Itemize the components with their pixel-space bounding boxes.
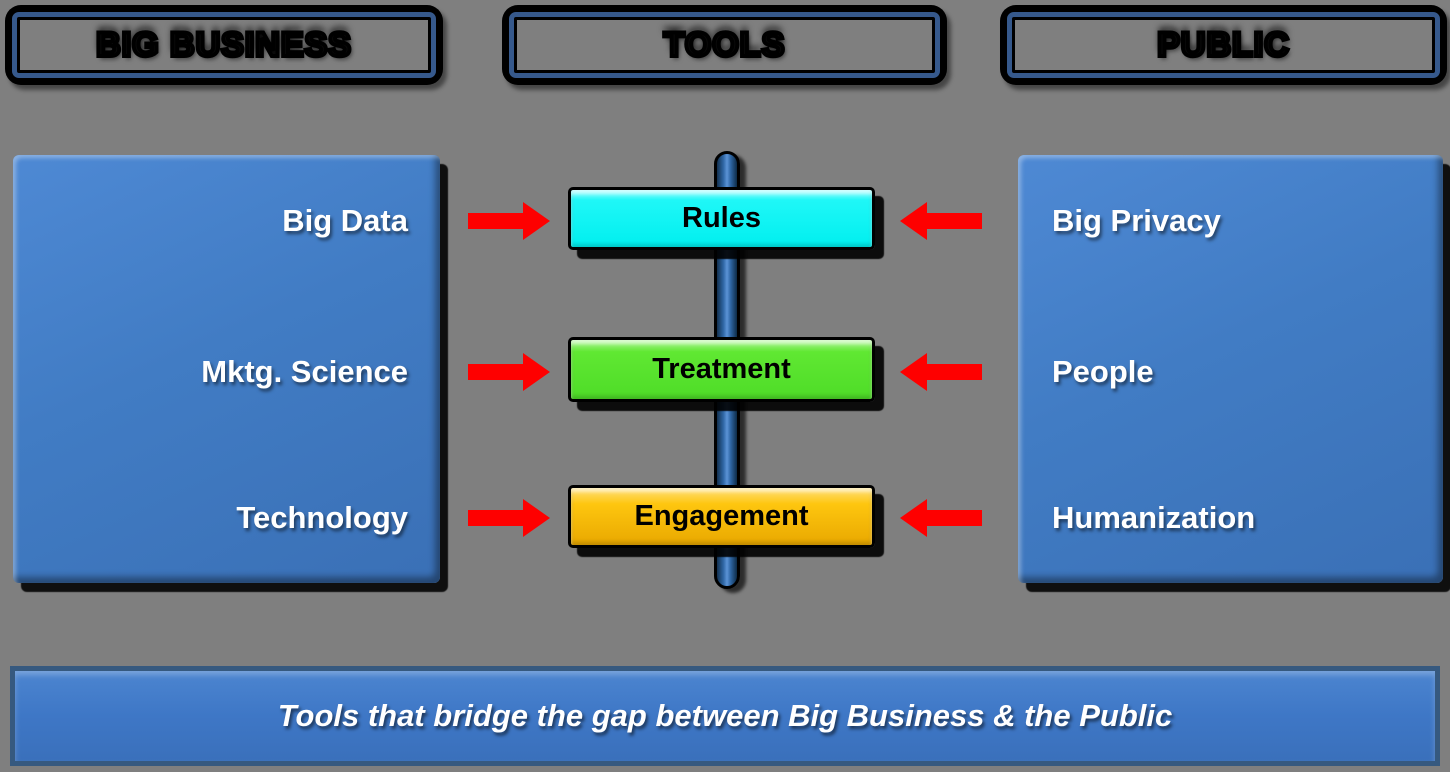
arrow-head: [523, 353, 550, 391]
arrow-left-icon: [900, 202, 982, 240]
caption-text: Tools that bridge the gap between Big Bu…: [277, 698, 1173, 733]
tool-rules-label: Rules: [682, 202, 761, 234]
header-tools-fill: TOOLS: [517, 20, 932, 70]
header-public-fill: PUBLIC: [1015, 20, 1432, 70]
tool-box-engagement: Engagement: [568, 485, 875, 548]
arrow-head: [900, 499, 927, 537]
header-big-business: BIG BUSINESS: [5, 5, 443, 85]
tool-treatment-label: Treatment: [652, 353, 791, 385]
big-business-item-mktg-science: Mktg. Science: [201, 354, 408, 389]
arrow-left-icon: [900, 353, 982, 391]
arrow-shaft: [926, 364, 982, 380]
arrow-left-icon: [900, 499, 982, 537]
caption-banner: Tools that bridge the gap between Big Bu…: [10, 666, 1440, 766]
header-big-business-fill: BIG BUSINESS: [20, 20, 428, 70]
arrow-head: [523, 499, 550, 537]
arrow-right-icon: [468, 202, 550, 240]
header-public-label: PUBLIC: [1155, 24, 1291, 66]
tool-box-rules: Rules: [568, 187, 875, 250]
big-business-item-technology: Technology: [236, 500, 408, 535]
big-business-item-big-data: Big Data: [282, 203, 408, 238]
arrow-shaft: [468, 213, 524, 229]
arrow-head: [523, 202, 550, 240]
arrow-shaft: [468, 510, 524, 526]
public-item-big-privacy: Big Privacy: [1052, 203, 1221, 238]
arrow-shaft: [468, 364, 524, 380]
header-public: PUBLIC: [1000, 5, 1447, 85]
public-item-people: People: [1052, 354, 1154, 389]
arrow-right-icon: [468, 353, 550, 391]
arrow-head: [900, 353, 927, 391]
arrow-right-icon: [468, 499, 550, 537]
tool-box-treatment: Treatment: [568, 337, 875, 402]
header-tools-border: TOOLS: [509, 12, 940, 78]
header-big-business-label: BIG BUSINESS: [94, 24, 353, 66]
arrow-shaft: [926, 510, 982, 526]
public-item-humanization: Humanization: [1052, 500, 1256, 535]
header-tools-label: TOOLS: [662, 24, 786, 66]
arrow-head: [900, 202, 927, 240]
tool-engagement-label: Engagement: [634, 500, 809, 532]
header-big-business-border: BIG BUSINESS: [12, 12, 436, 78]
arrow-shaft: [926, 213, 982, 229]
big-business-panel: Big Data Mktg. Science Technology: [13, 155, 440, 583]
header-public-border: PUBLIC: [1007, 12, 1440, 78]
header-tools: TOOLS: [502, 5, 947, 85]
public-panel: Big Privacy People Humanization: [1018, 155, 1443, 583]
